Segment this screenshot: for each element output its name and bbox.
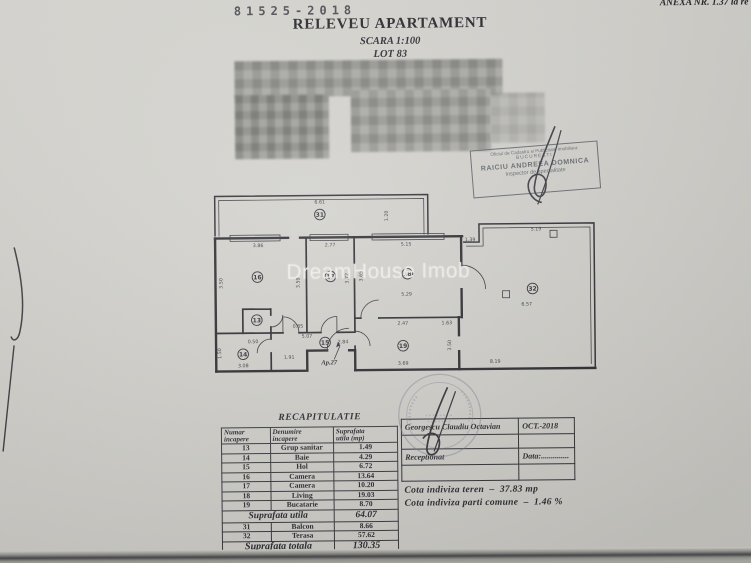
dimension-label: 5.15 <box>401 242 412 248</box>
room-number-15: 15 <box>321 340 329 347</box>
drafter-name: Georgescu Claudiu Octavian <box>401 418 519 436</box>
room-number-13: 13 <box>253 317 261 324</box>
dimension-label: 1.20 <box>384 211 390 222</box>
dimension-label: 3.65 <box>358 271 364 282</box>
dimension-label: 2.77 <box>325 242 336 248</box>
room-number-31: 31 <box>316 212 324 219</box>
recap-summary-label: Suprafata utila <box>222 509 335 523</box>
dimension-label: 6.61 <box>314 199 325 205</box>
dimension-label: 3.08 <box>238 363 249 369</box>
entrance-arrow <box>333 341 341 360</box>
pillar-symbols <box>502 229 558 299</box>
dimension-label: 1.63 <box>442 320 453 326</box>
room-number-circle <box>401 267 414 280</box>
recap-cell: 15 <box>221 462 271 473</box>
dimension-label: 5.19 <box>531 226 542 232</box>
room-number-circle <box>397 339 409 352</box>
recap-header-room-number: Numar incapere <box>221 427 271 444</box>
dimension-label: 5.29 <box>401 292 412 298</box>
received-label: Receptionat <box>401 448 520 466</box>
door-symbols <box>256 264 486 354</box>
room-number-circle <box>251 314 263 326</box>
empty-cell <box>401 464 520 482</box>
recap-cell: 13 <box>221 443 271 454</box>
room-number-19: 19 <box>399 343 407 350</box>
dimension-label: 1.91 <box>284 355 295 361</box>
note-common-share: Cota indiviza parti comune – 1.46 % <box>404 497 563 509</box>
empty-cell <box>519 463 575 481</box>
dimension-label: 1.39 <box>465 237 476 243</box>
room-number-17: 17 <box>326 274 334 281</box>
dimension-label: 3.50 <box>447 340 453 351</box>
dimension-label: 3.69 <box>398 361 409 367</box>
redaction-block <box>350 88 492 153</box>
recap-cell: 17 <box>221 481 271 492</box>
empty-cell <box>401 434 519 450</box>
room-number-circle <box>237 348 249 361</box>
dimension-label: 1.50 <box>217 348 223 359</box>
recap-header-room-name: Denumire incapere <box>269 426 334 444</box>
note-land-share: Cota indiviza teren – 37.83 mp <box>404 484 539 496</box>
page-title: RELEVEU APARTAMENT <box>292 14 488 33</box>
balcony-parapet <box>213 193 429 237</box>
dimension-label: 2.47 <box>398 321 409 327</box>
terrace-parapet <box>463 222 597 367</box>
signature-table: Georgescu Claudiu Octavian OCT.-2018 Rec… <box>401 417 576 482</box>
annex-label: ANEXA NR. 1.37 la re <box>659 0 749 9</box>
room-number-14: 14 <box>239 351 247 358</box>
room-number-circle <box>319 336 331 349</box>
dimension-label: 3.59 <box>295 277 301 288</box>
room-number-circle <box>324 270 337 283</box>
floor-plan-drawing: Ap.27 31 16 17 18 13 15 14 19 32 6.61 1.20 3.86 3.50… <box>213 193 597 373</box>
dimension-label: 0.50 <box>248 339 259 345</box>
window-symbols <box>229 232 445 242</box>
scale-label: SCARA 1:100 <box>359 35 421 48</box>
recap-cell: 19 <box>222 500 271 511</box>
dimension-label: 3.86 <box>253 243 264 249</box>
dimension-label: 5.07 <box>302 334 313 340</box>
recap-header-area: Suprafata utila (mp) <box>333 426 398 443</box>
dimension-label: 6.57 <box>521 302 532 308</box>
drafter-date: OCT.-2018 <box>518 417 575 435</box>
date-label: Data:.............. <box>518 447 575 465</box>
empty-cell <box>518 433 575 449</box>
pen-line-mark <box>2 247 24 452</box>
table-row: Receptionat Data:.............. <box>401 447 575 466</box>
recap-summary-value: 64.07 <box>334 508 399 522</box>
recap-cell: 32 <box>222 531 272 542</box>
room-number-32: 32 <box>528 286 536 293</box>
dimension-label: 3.72 <box>344 273 350 284</box>
recap-table: Numar incapere Denumire incapere Suprafa… <box>221 426 399 555</box>
table-row: Georgescu Claudiu Octavian OCT.-2018 <box>401 417 575 436</box>
dimension-label: 0.85 <box>293 324 304 330</box>
apartment-number-label: Ap.27 <box>320 359 338 366</box>
dimension-label: 2.84 <box>338 339 349 345</box>
room-number-circle <box>526 282 539 295</box>
room-number-16: 16 <box>253 274 261 281</box>
dimension-label: 3.50 <box>218 278 224 289</box>
room-number-18: 18 <box>403 271 411 278</box>
room-number-circle <box>314 208 326 221</box>
plan-labels: 31 16 17 18 13 15 14 19 32 6.61 1.20 3.86 3.50 3.59 2.… <box>217 199 542 369</box>
redaction-block <box>234 94 330 160</box>
dimension-label: 8.19 <box>490 359 501 365</box>
table-row <box>401 463 575 482</box>
redaction-block <box>490 92 546 143</box>
room-number-circle <box>251 271 264 283</box>
recap-table-title: RECAPITULATIE <box>278 412 362 423</box>
